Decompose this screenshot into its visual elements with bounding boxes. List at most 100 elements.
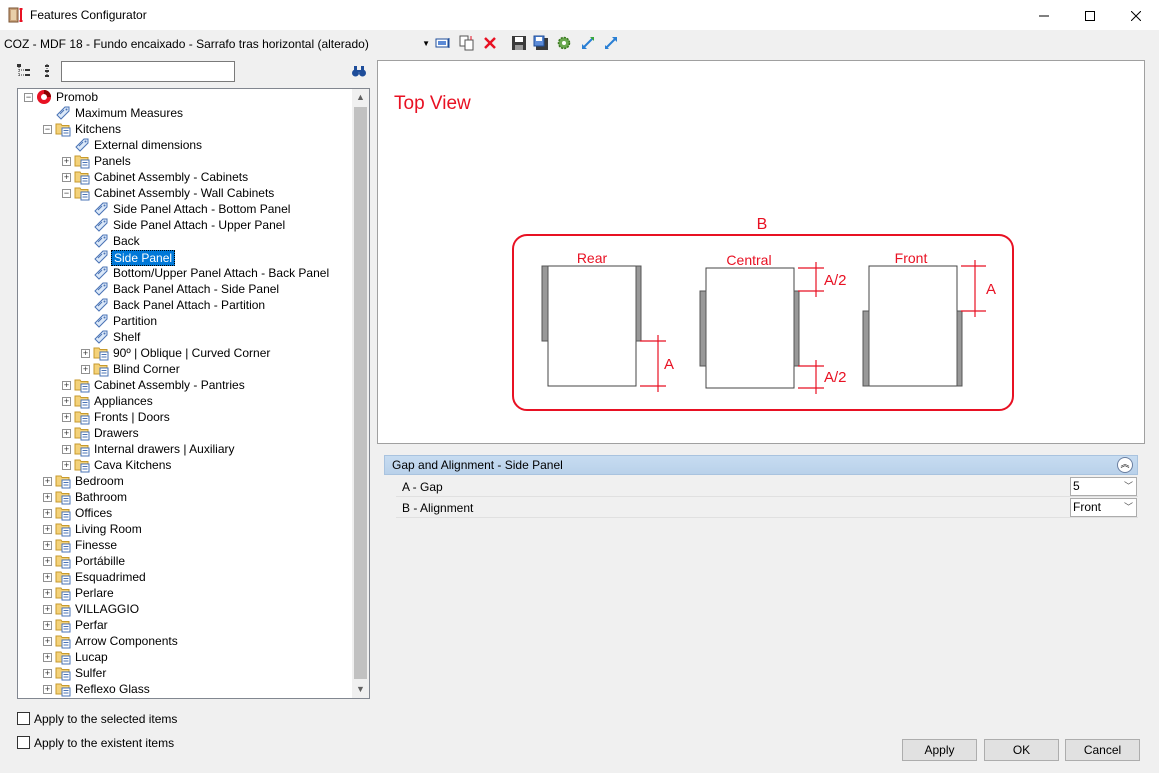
tree-item[interactable]: +Blind Corner [18,361,352,377]
cancel-button[interactable]: Cancel [1065,739,1140,761]
expand-node-icon[interactable]: + [43,540,52,550]
tree-search-input[interactable] [61,61,235,82]
tree-item[interactable]: Back [18,233,352,249]
expand-node-icon[interactable]: + [43,652,52,662]
expand-node-icon[interactable]: + [43,620,52,630]
tree-item[interactable]: +Reflexo Glass [18,681,352,697]
apply-selected-checkbox[interactable] [17,712,30,725]
tree-item[interactable]: +Internal drawers | Auxiliary [18,441,352,457]
tree-item[interactable]: Side Panel Attach - Bottom Panel [18,201,352,217]
tree-item[interactable]: +Offices [18,505,352,521]
tree-item[interactable]: Side Panel Attach - Upper Panel [18,217,352,233]
close-button[interactable] [1113,0,1159,31]
gap-select[interactable]: 5 ﹀ [1070,477,1137,496]
expand-node-icon[interactable]: + [43,556,52,566]
tag-icon [93,249,109,265]
copy-configuration-button[interactable] [458,34,476,52]
expand-node-icon[interactable]: + [43,524,52,534]
expand-node-icon[interactable]: + [81,364,90,374]
tree-item[interactable]: +Living Room [18,521,352,537]
expand-node-icon[interactable]: + [62,396,71,406]
tree-item[interactable]: +Perlare [18,585,352,601]
tree-item[interactable]: Back Panel Attach - Partition [18,297,352,313]
tree-item[interactable]: +Esquadrimed [18,569,352,585]
expand-node-icon[interactable]: + [43,476,52,486]
export-button[interactable] [602,34,620,52]
tree-item[interactable]: −Cabinet Assembly - Wall Cabinets [18,185,352,201]
expand-node-icon[interactable]: + [43,492,52,502]
tree-item[interactable]: +Cabinet Assembly - Cabinets [18,169,352,185]
tree-item[interactable]: +VILLAGGIO [18,601,352,617]
expand-node-icon[interactable]: + [62,172,71,182]
expand-node-icon[interactable]: + [62,156,71,166]
tree-item[interactable]: +Cabinet Assembly - Pantries [18,377,352,393]
tree-item[interactable]: Shelf [18,329,352,345]
tree-item[interactable]: +90º | Oblique | Curved Corner [18,345,352,361]
tree-scrollbar[interactable]: ▲ ▼ [352,89,369,698]
expand-node-icon[interactable]: + [62,380,71,390]
save-button[interactable] [510,34,528,52]
tree-item[interactable]: Maximum Measures [18,105,352,121]
apply-existent-checkbox[interactable] [17,736,30,749]
expand-node-icon[interactable]: + [43,684,52,694]
folder-icon [55,473,71,489]
alignment-select[interactable]: Front ﹀ [1070,498,1137,517]
tree-item[interactable]: + Bedroom [18,473,352,489]
properties-group-header[interactable]: Gap and Alignment - Side Panel ︽ [384,455,1138,475]
configuration-value: COZ - MDF 18 - Fundo encaixado - Sarrafo… [4,37,369,51]
scroll-down-icon[interactable]: ▼ [356,684,365,694]
delete-configuration-button[interactable] [481,34,499,52]
tree-item[interactable]: +Portábille [18,553,352,569]
expand-node-icon[interactable]: + [43,588,52,598]
tree-item[interactable]: +Perfar [18,617,352,633]
tree-item[interactable]: External dimensions [18,137,352,153]
collapse-tree-button[interactable] [38,62,56,80]
tree-item[interactable]: +Lucap [18,649,352,665]
save-as-button[interactable] [532,34,550,52]
tree-item[interactable]: +Cava Kitchens [18,457,352,473]
expand-tree-button[interactable] [15,62,33,80]
tree-item[interactable]: +Sulfer [18,665,352,681]
select-item-button[interactable] [434,34,452,52]
collapse-node-icon[interactable]: − [43,124,52,134]
tree-item[interactable]: +Drawers [18,425,352,441]
collapse-node-icon[interactable]: − [62,188,71,198]
expand-node-icon[interactable]: + [62,412,71,422]
tree-item[interactable]: Partition [18,313,352,329]
expand-node-icon[interactable]: + [43,508,52,518]
expand-node-icon[interactable]: + [43,668,52,678]
expand-node-icon[interactable]: + [81,348,90,358]
tree-item[interactable]: +Fronts | Doors [18,409,352,425]
expand-node-icon[interactable]: + [43,604,52,614]
tree-item-label: Bedroom [75,474,124,488]
expand-node-icon[interactable]: + [43,636,52,646]
tree-item[interactable]: −Promob [18,89,352,105]
tree-item[interactable]: Bottom/Upper Panel Attach - Back Panel [18,265,352,281]
expand-node-icon[interactable]: + [62,444,71,454]
collapse-icon[interactable]: ︽ [1117,457,1133,473]
apply-button[interactable]: Apply [902,739,977,761]
ok-button[interactable]: OK [984,739,1059,761]
scroll-up-icon[interactable]: ▲ [356,92,365,102]
find-button[interactable] [350,62,368,80]
tree-item[interactable]: +Finesse [18,537,352,553]
collapse-node-icon[interactable]: − [24,92,33,102]
configuration-select[interactable]: COZ - MDF 18 - Fundo encaixado - Sarrafo… [4,36,432,54]
tree-item[interactable]: Back Panel Attach - Side Panel [18,281,352,297]
tree-item-label: Side Panel [111,250,176,266]
tree-item[interactable]: +Panels [18,153,352,169]
settings-button[interactable] [555,34,573,52]
expand-node-icon[interactable]: + [43,572,52,582]
tree-item[interactable]: +Arrow Components [18,633,352,649]
import-button[interactable] [579,34,597,52]
tree-item[interactable]: +Appliances [18,393,352,409]
scroll-thumb[interactable] [354,107,367,679]
expand-node-icon[interactable]: + [62,460,71,470]
tree-item[interactable]: −Kitchens [18,121,352,137]
tree-item[interactable]: Side Panel [18,249,352,266]
minimize-button[interactable] [1021,0,1067,31]
expand-node-icon[interactable]: + [62,428,71,438]
maximize-button[interactable] [1067,0,1113,31]
tree-item[interactable]: +Bathroom [18,489,352,505]
